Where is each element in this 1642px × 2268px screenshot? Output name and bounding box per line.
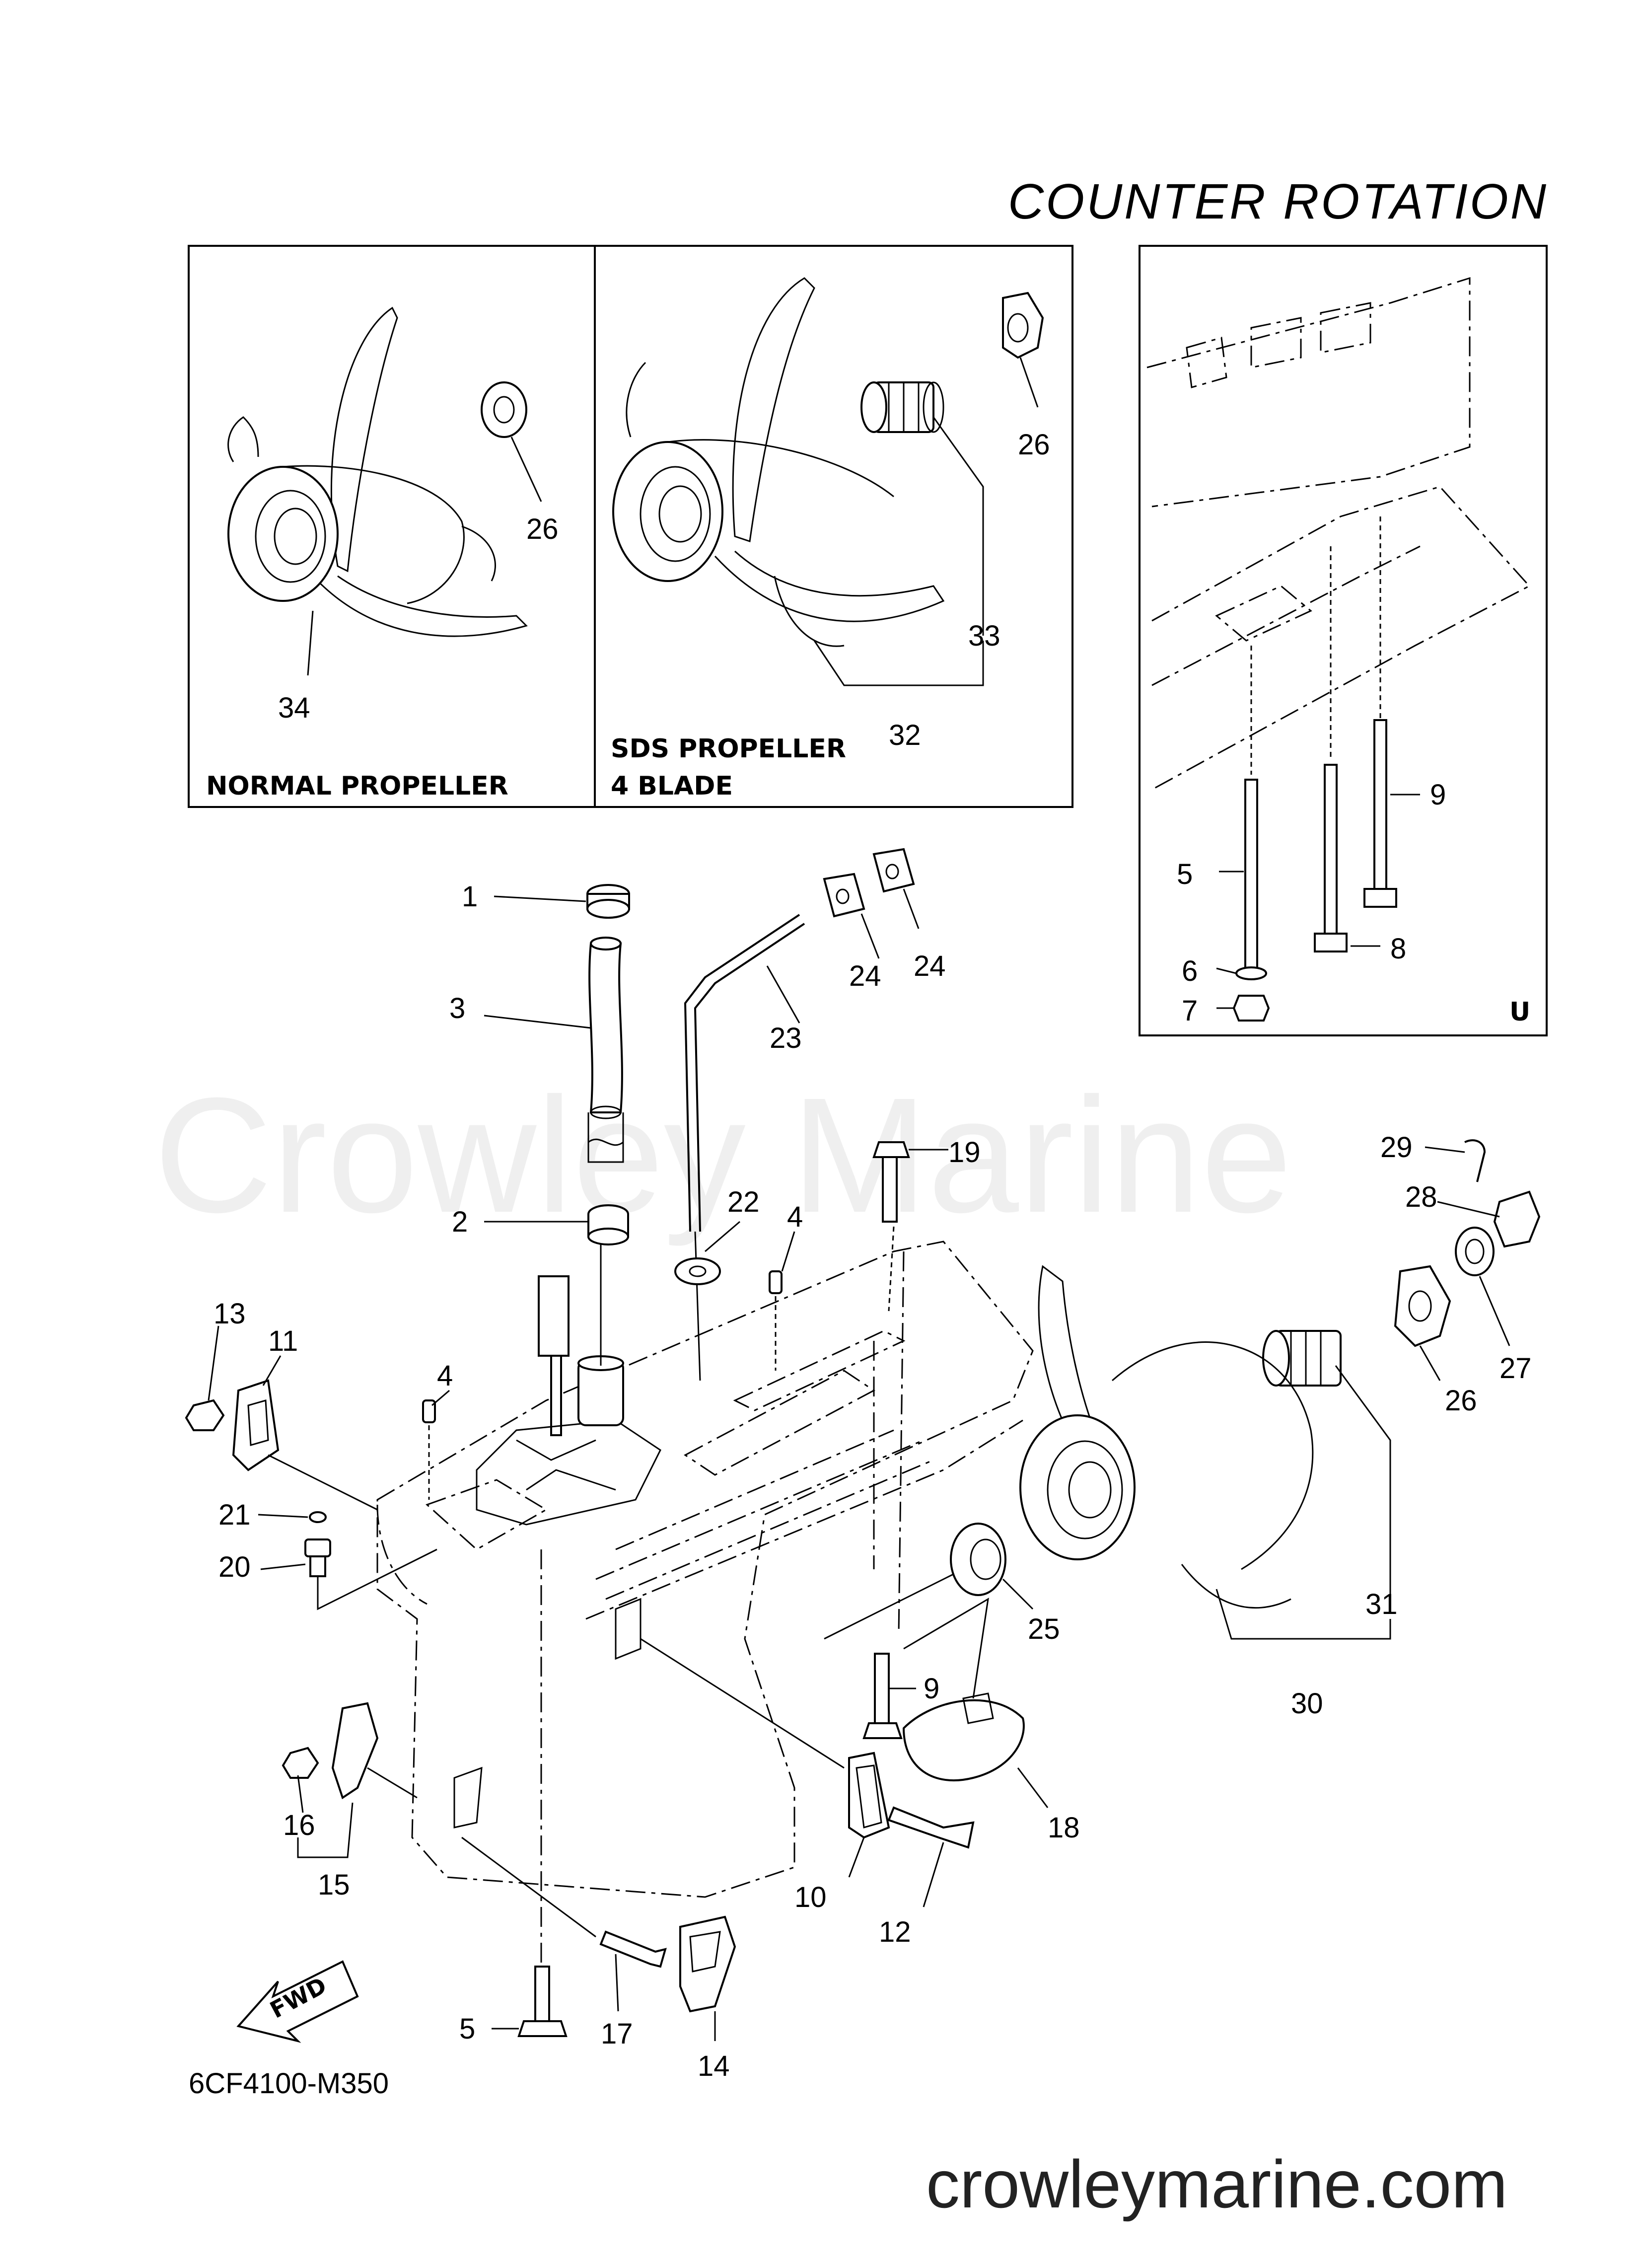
callout-25: 25: [1028, 1613, 1060, 1645]
callout-22: 22: [727, 1186, 760, 1218]
trim-tab-18: [902, 1699, 1025, 1782]
normal-propeller-label: NORMAL PROPELLER: [206, 771, 508, 801]
callout-7: 7: [1182, 995, 1198, 1027]
cover-10: [848, 1752, 890, 1839]
propeller-30: [1019, 1414, 1136, 1560]
bolt-17: [599, 1930, 667, 1968]
callout-10: 10: [794, 1881, 827, 1913]
main-gearcase-drawing: [376, 1241, 1034, 1898]
callout-32: 32: [889, 719, 921, 751]
bolt-9-head: [1363, 888, 1397, 908]
bolt-8: [1324, 764, 1338, 935]
screw-12: [887, 1806, 975, 1849]
bolt-8-head: [1314, 933, 1348, 952]
speedometer-tube-23: [694, 923, 805, 1232]
callout-9: 9: [1430, 779, 1446, 811]
nut-7: [1232, 995, 1270, 1022]
website-url: crowleymarine.com: [926, 2146, 1507, 2222]
fwd-arrow: FWD: [236, 1960, 359, 2043]
callout-29: 29: [1380, 1131, 1413, 1164]
diagram-title: COUNTER ROTATION: [1008, 174, 1548, 229]
clip-24b: [872, 848, 915, 893]
callout-31: 31: [1365, 1588, 1398, 1620]
callout-34: 34: [278, 692, 310, 724]
cotter-pin-29: [1464, 1139, 1486, 1182]
drive-shaft-top: [538, 1275, 570, 1357]
callout-26: 26: [1018, 429, 1050, 461]
callout-26: 26: [1445, 1385, 1477, 1417]
stud-5-inset: [1244, 779, 1258, 969]
anode-14: [679, 1915, 736, 2013]
seal-22: [674, 1257, 721, 1285]
anode-15: [331, 1702, 379, 1800]
callout-12: 12: [879, 1916, 911, 1948]
bolt-19: [872, 1141, 910, 1158]
callout-4: 4: [437, 1360, 453, 1392]
callout-17: 17: [601, 2018, 633, 2050]
callout-8: 8: [1390, 933, 1406, 965]
callout-28: 28: [1405, 1181, 1437, 1213]
callout-24: 24: [849, 960, 881, 992]
callout-14: 14: [698, 2050, 730, 2082]
dowel-pin-4a: [769, 1270, 783, 1294]
clip-24a: [823, 873, 865, 918]
callout-6: 6: [1182, 955, 1198, 987]
callout-24: 24: [914, 950, 946, 982]
washer-27: [1455, 1227, 1495, 1276]
callout-11: 11: [268, 1325, 298, 1357]
bolt-9-inset: [1373, 719, 1387, 890]
propeller-option-boxes: 34 26 26 33 32 NORMAL PROPELLER SDS PROP…: [188, 245, 1073, 808]
callout-26: 26: [526, 513, 559, 545]
thrust-ring-25: [950, 1523, 1006, 1596]
callout-21: 21: [218, 1499, 251, 1531]
callout-33: 33: [968, 620, 1000, 652]
anode-11: [232, 1379, 280, 1471]
callout-5: 5: [459, 2013, 475, 2045]
callout-9: 9: [924, 1673, 939, 1705]
nut-13: [185, 1399, 225, 1431]
small-parts: FWD 1 3 23 24: [185, 848, 1541, 2082]
callout-15: 15: [318, 1869, 350, 1901]
callout-23: 23: [770, 1022, 802, 1054]
prop-nut-28: [1493, 1190, 1541, 1248]
callout-30: 30: [1291, 1687, 1323, 1720]
sds-propeller-drawing: [612, 277, 1044, 647]
callout-19: 19: [948, 1136, 981, 1169]
counter-rotation-inset: 5 8 9 6 7 U: [1139, 245, 1548, 1036]
nut-16: [282, 1747, 319, 1779]
callout-5: 5: [1177, 858, 1193, 890]
cushion-ring-26-normal: [481, 381, 527, 438]
inset-marker-u: U: [1509, 997, 1530, 1027]
cooling-intake-left: [453, 1766, 483, 1829]
diagram-code: 6CF4100-M350: [189, 2067, 389, 2100]
stud-5: [534, 1966, 550, 2022]
washer-6: [1235, 966, 1267, 980]
callout-1: 1: [462, 880, 478, 913]
callout-27: 27: [1499, 1352, 1532, 1385]
spacer-26-sds: [1002, 292, 1044, 359]
callout-18: 18: [1048, 1812, 1080, 1844]
cooling-intake-right: [615, 1598, 642, 1660]
watermark: Crowley Marine: [154, 1063, 1292, 1247]
sds-blade-label: 4 BLADE: [611, 771, 733, 801]
callout-13: 13: [214, 1298, 246, 1330]
dowel-pin-4b: [422, 1399, 436, 1423]
bolt-9: [874, 1653, 890, 1724]
callout-4: 4: [787, 1201, 803, 1233]
callout-2: 2: [452, 1206, 468, 1238]
sds-propeller-label: SDS PROPELLER: [611, 734, 846, 764]
water-tube-3: [588, 943, 623, 1113]
spacer-26: [1394, 1265, 1451, 1347]
normal-propeller-drawing: [227, 306, 528, 637]
o-ring-21: [309, 1511, 327, 1523]
callout-3: 3: [449, 992, 465, 1024]
callout-16: 16: [283, 1809, 315, 1841]
grease-nipple-20: [304, 1538, 331, 1557]
callout-20: 20: [218, 1551, 251, 1583]
